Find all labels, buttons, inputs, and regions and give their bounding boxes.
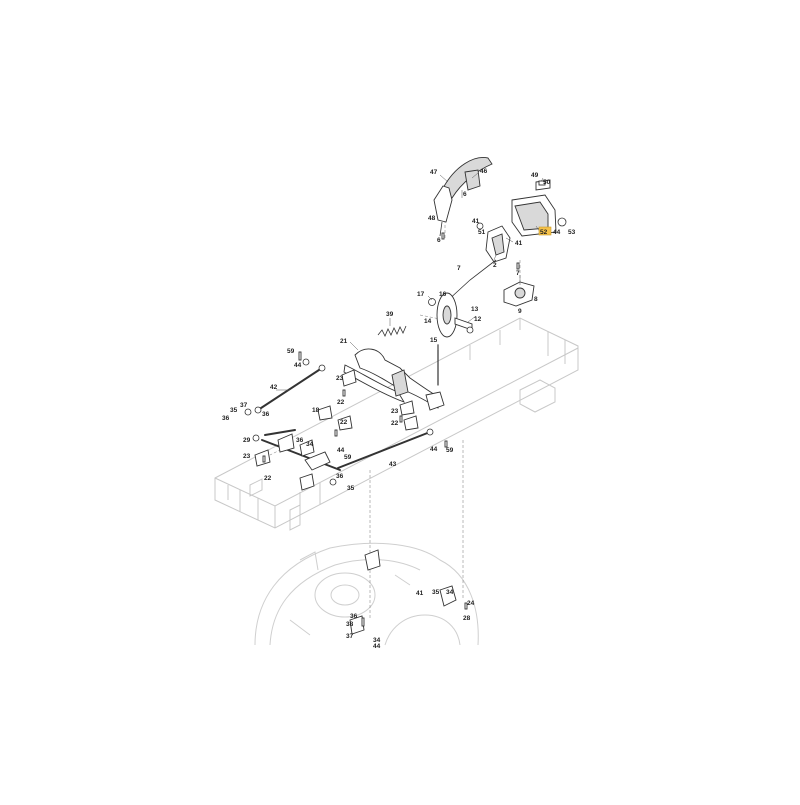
callout-34: 34 bbox=[306, 441, 314, 448]
callout-53: 53 bbox=[568, 229, 576, 236]
callout-44: 44 bbox=[373, 643, 381, 650]
callout-34: 34 bbox=[373, 637, 381, 644]
callout-14: 14 bbox=[424, 318, 432, 325]
small-brackets bbox=[254, 369, 457, 635]
callout-36: 36 bbox=[336, 473, 344, 480]
callout-51: 51 bbox=[478, 229, 486, 236]
callout-44: 44 bbox=[294, 362, 302, 369]
callout-38: 38 bbox=[346, 621, 354, 628]
callout-44: 44 bbox=[337, 447, 345, 454]
callout-18: 18 bbox=[312, 407, 320, 414]
callout-48: 48 bbox=[428, 215, 436, 222]
callout-22: 22 bbox=[391, 420, 399, 427]
callout-28: 28 bbox=[463, 615, 471, 622]
callout-36: 36 bbox=[262, 411, 270, 418]
callout-23: 23 bbox=[336, 375, 344, 382]
lever-bracket bbox=[476, 222, 511, 263]
callout-9: 9 bbox=[518, 308, 522, 315]
callout-42: 42 bbox=[270, 384, 278, 391]
callout-41: 41 bbox=[472, 218, 480, 225]
callout-59: 59 bbox=[287, 348, 295, 355]
callout-29: 29 bbox=[243, 437, 251, 444]
callout-50: 50 bbox=[543, 179, 551, 186]
callout-16: 16 bbox=[439, 291, 447, 298]
bolts bbox=[262, 180, 546, 627]
callout-43: 43 bbox=[389, 461, 397, 468]
callout-23: 23 bbox=[391, 408, 399, 415]
callout-36: 36 bbox=[222, 415, 230, 422]
chassis-frame bbox=[214, 317, 579, 531]
callout-59: 59 bbox=[344, 454, 352, 461]
callout-37: 37 bbox=[346, 633, 354, 640]
callout-46: 46 bbox=[480, 168, 488, 175]
lever-cover bbox=[511, 179, 567, 237]
callout-2: 2 bbox=[493, 262, 497, 269]
lift-lever-handle bbox=[433, 157, 493, 237]
callout-6: 6 bbox=[463, 191, 467, 198]
callout-44: 44 bbox=[430, 446, 438, 453]
callout-7: 7 bbox=[457, 265, 461, 272]
callout-15: 15 bbox=[430, 337, 438, 344]
callout-22: 22 bbox=[340, 419, 348, 426]
callout-41: 41 bbox=[416, 590, 424, 597]
callout-35: 35 bbox=[347, 485, 355, 492]
callout-8: 8 bbox=[534, 296, 538, 303]
control-cable bbox=[445, 259, 497, 303]
assembly-lines bbox=[269, 215, 521, 620]
callout-34: 34 bbox=[446, 589, 454, 596]
callout-17: 17 bbox=[417, 291, 425, 298]
callout-44: 44 bbox=[553, 229, 561, 236]
callout-47: 47 bbox=[430, 169, 438, 176]
linkage-rods bbox=[244, 358, 434, 486]
part-callouts: 47 46 6 48 6 49 50 41 51 52 44 53 41 2 7… bbox=[222, 168, 576, 650]
callout-39: 39 bbox=[386, 311, 394, 318]
callout-23: 23 bbox=[243, 453, 251, 460]
mower-deck bbox=[254, 542, 479, 646]
callout-35: 35 bbox=[432, 589, 440, 596]
callout-36: 36 bbox=[296, 437, 304, 444]
callout-12: 12 bbox=[474, 316, 482, 323]
callout-52: 52 bbox=[540, 229, 548, 236]
cam-pulley bbox=[428, 292, 474, 338]
callout-22: 22 bbox=[264, 475, 272, 482]
callout-59: 59 bbox=[446, 447, 454, 454]
callout-21: 21 bbox=[340, 338, 348, 345]
callout-24: 24 bbox=[467, 600, 475, 607]
callout-35: 35 bbox=[230, 407, 238, 414]
callout-41: 41 bbox=[515, 240, 523, 247]
callout-36: 36 bbox=[350, 613, 358, 620]
highlighted-callout-box bbox=[538, 226, 552, 236]
leader-lines bbox=[276, 172, 544, 391]
callout-37: 37 bbox=[240, 402, 248, 409]
pivot-bracket bbox=[503, 281, 535, 307]
callout-13: 13 bbox=[471, 306, 479, 313]
lift-arm-assembly bbox=[343, 348, 445, 411]
callout-7: 7 bbox=[516, 270, 520, 277]
tension-spring bbox=[377, 325, 407, 337]
callout-22: 22 bbox=[337, 399, 345, 406]
callout-49: 49 bbox=[531, 172, 539, 179]
callout-6: 6 bbox=[437, 237, 441, 244]
